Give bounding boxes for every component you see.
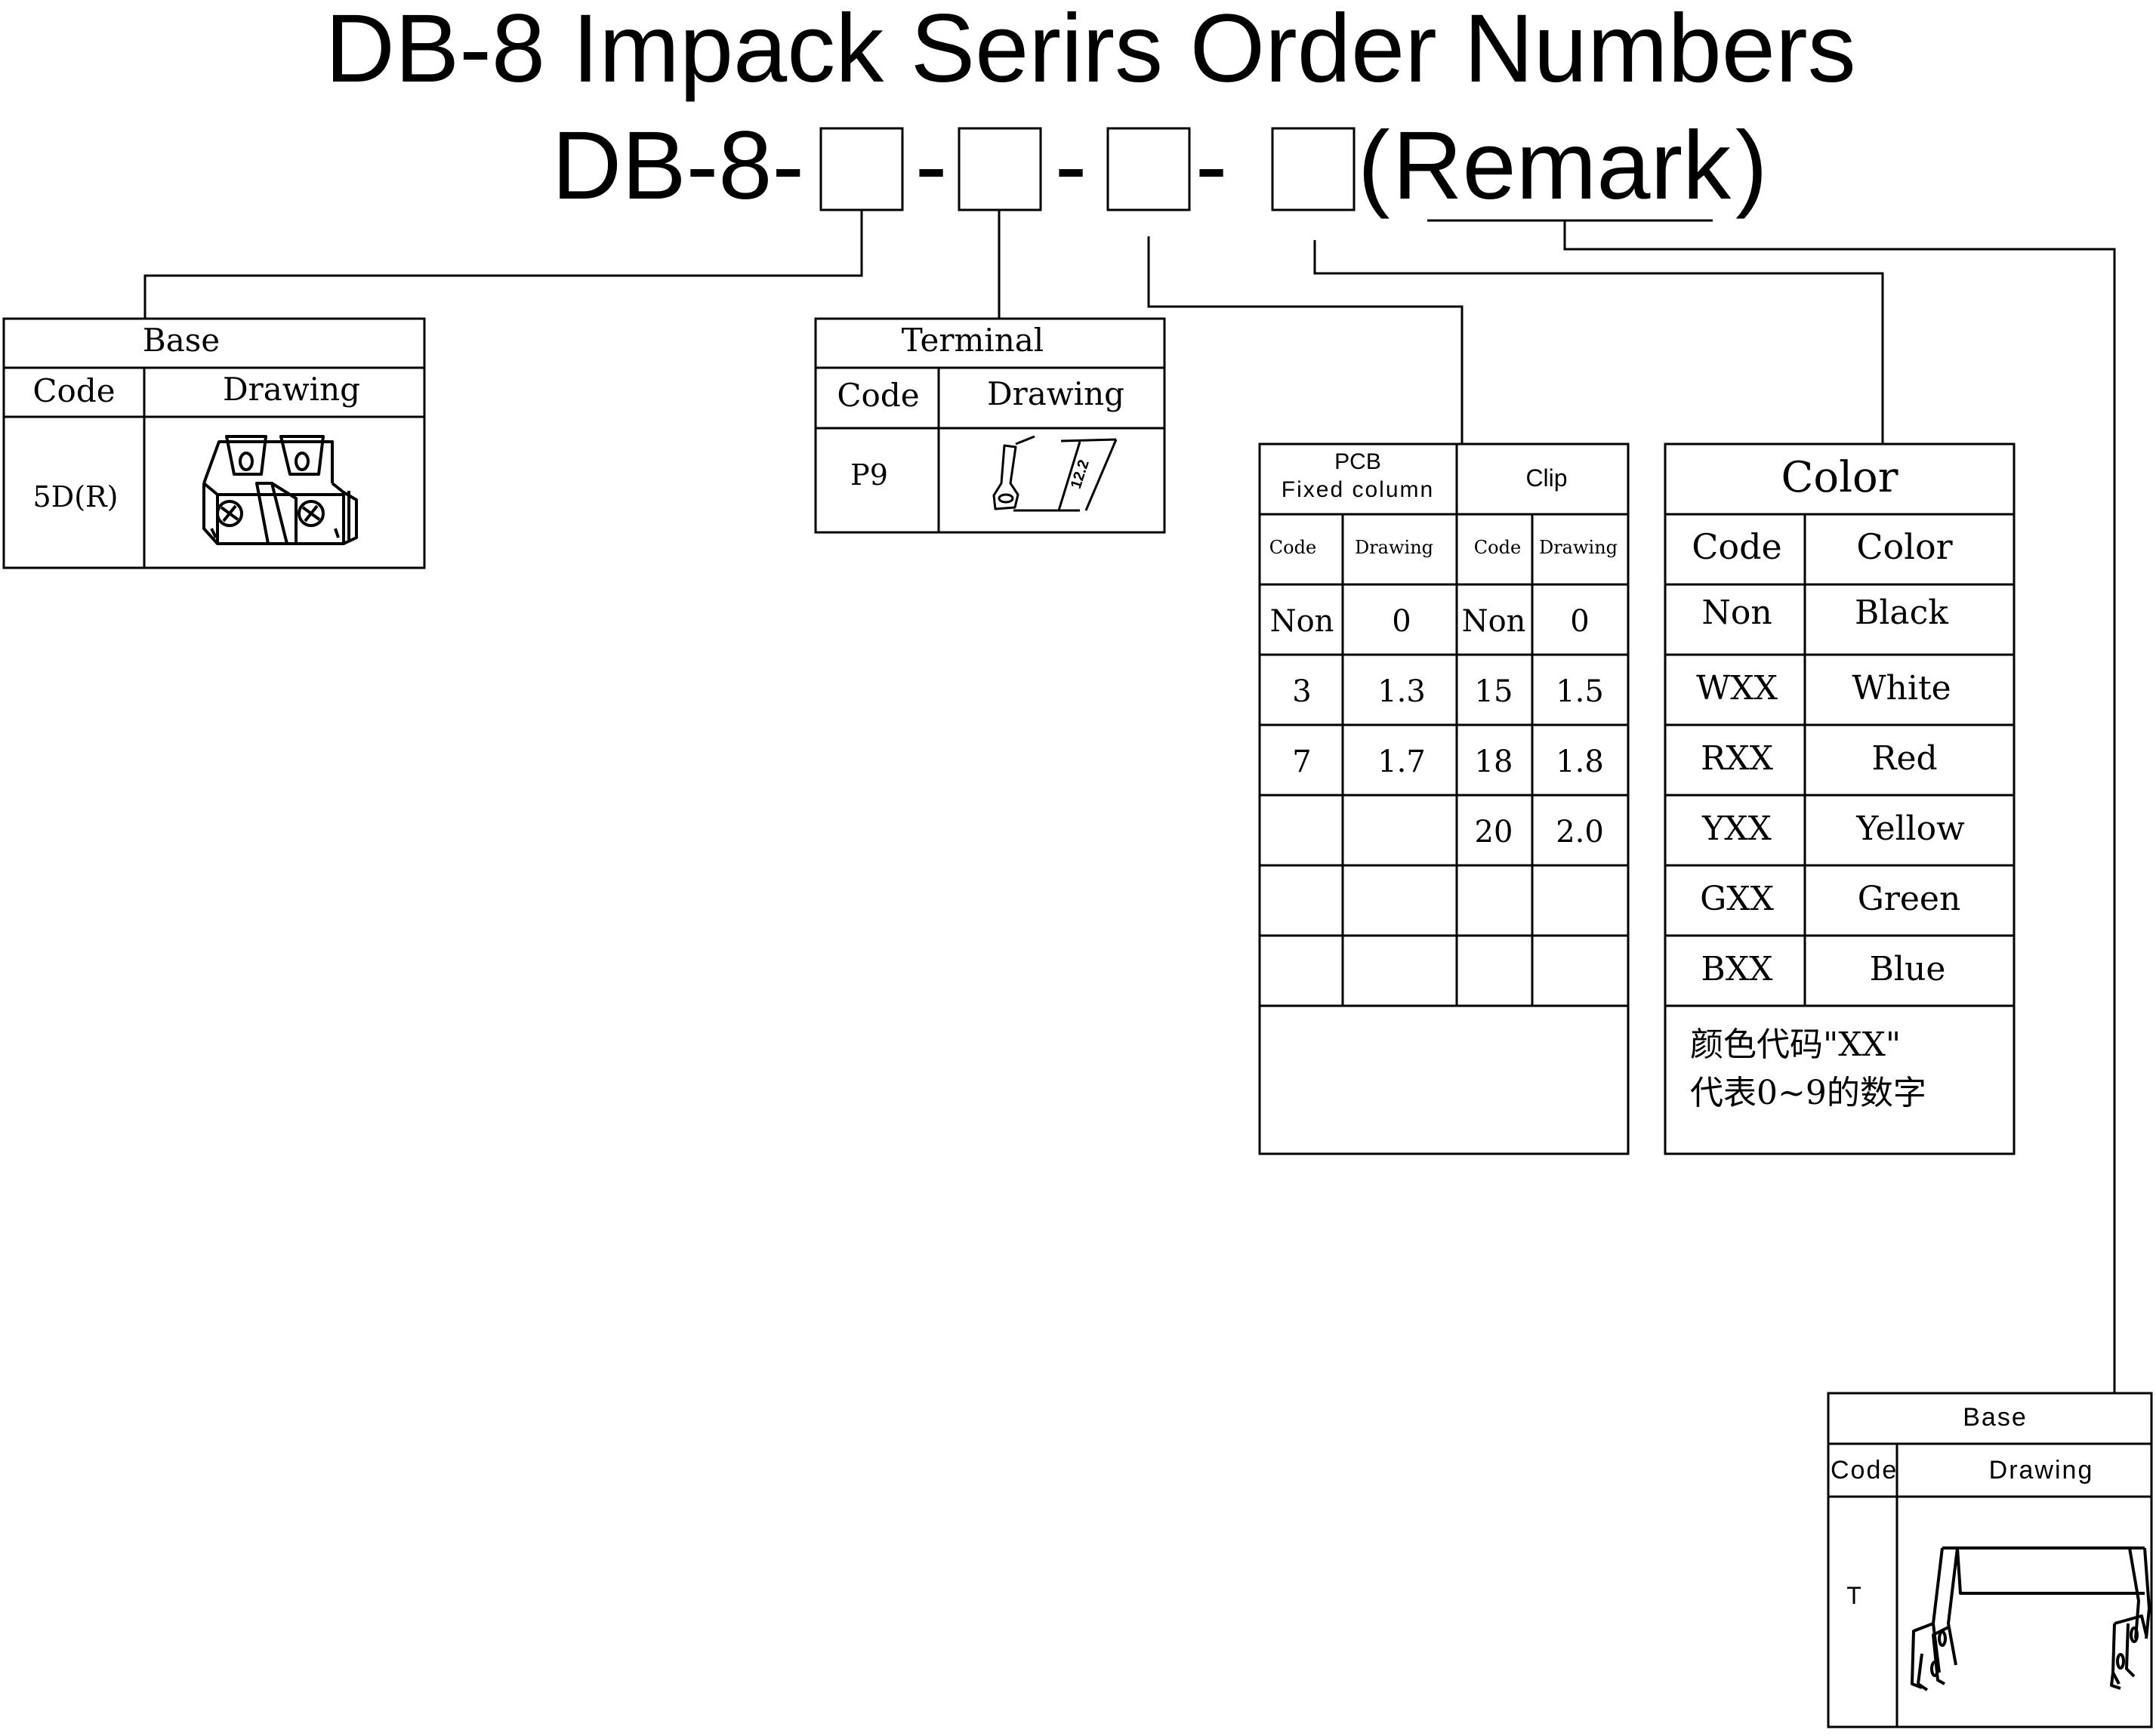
- base-drawing-header: Drawing: [223, 371, 360, 408]
- terminal-drawing-header: Drawing: [987, 375, 1124, 412]
- terminal-code-header: Code: [837, 377, 919, 414]
- clip-drawing-cell: 2.0: [1556, 815, 1604, 849]
- base-table-title: Base: [143, 322, 220, 359]
- clip-code-cell: 20: [1475, 815, 1513, 849]
- color-code-cell: BXX: [1701, 950, 1774, 988]
- pcb-drawing-header: Drawing: [1355, 537, 1433, 558]
- pcb-code-cell: 3: [1292, 674, 1311, 709]
- color-name-cell: White: [1852, 669, 1951, 708]
- leader-color: [1313, 240, 1884, 444]
- pcb-code-header: Code: [1269, 537, 1316, 558]
- color-name-cell: Green: [1858, 880, 1961, 918]
- pcb-code-cell: Non: [1270, 604, 1334, 639]
- color-code-cell: WXX: [1696, 669, 1778, 708]
- formula-separator: -: [915, 112, 948, 220]
- color-note-line-2: 代表0~9的数字: [1690, 1074, 1926, 1112]
- color-name-cell: Blue: [1870, 950, 1946, 988]
- code-slot-pcb-clip: [1106, 127, 1191, 211]
- leader-remark: [1563, 220, 2116, 1393]
- color-name-header: Color: [1856, 526, 1952, 567]
- clip-drawing-cell: 1.8: [1556, 745, 1604, 779]
- color-code-header: Code: [1692, 526, 1782, 567]
- pcb-group-title: PCB: [1334, 449, 1381, 474]
- remark-code-header: Code: [1831, 1456, 1898, 1485]
- color-code-cell: GXX: [1700, 880, 1774, 918]
- page-title: DB-8 Impack Serirs Order Numbers: [325, 0, 1855, 103]
- mounting-bracket-drawing: [1911, 1546, 2151, 1691]
- remark-table: Base Code Drawing T: [1827, 1392, 2153, 1728]
- pcb-drawing-cell: 1.3: [1377, 674, 1426, 709]
- color-table: Color Code Color Non Black WXX White RXX…: [1664, 442, 2016, 1155]
- terminal-table-title: Terminal: [902, 322, 1044, 359]
- clip-drawing-cell: 1.5: [1556, 674, 1604, 709]
- leader-base: [143, 210, 863, 319]
- formula-separator: -: [1055, 112, 1087, 220]
- color-code-cell: YXX: [1701, 809, 1772, 848]
- clip-code-cell: Non: [1462, 604, 1526, 639]
- clip-drawing-header: Drawing: [1539, 537, 1618, 558]
- color-code-cell: RXX: [1701, 739, 1773, 778]
- pcb-drawing-cell: 0: [1392, 604, 1411, 639]
- terminal-lug-drawing: [992, 435, 1118, 512]
- remark-code-t: T: [1846, 1582, 1861, 1609]
- color-code-cell: Non: [1701, 594, 1772, 632]
- remark-drawing-header: Drawing: [1989, 1456, 2094, 1485]
- formula-prefix: DB-8-: [552, 112, 804, 220]
- formula-remark-open: (: [1358, 112, 1390, 220]
- socket-base-drawing: [202, 435, 358, 545]
- pcb-clip-table: PCB Fixed column Clip Code Drawing Code …: [1258, 442, 1630, 1155]
- pcb-drawing-cell: 1.7: [1377, 745, 1426, 779]
- clip-drawing-cell: 0: [1570, 604, 1589, 639]
- clip-code-header: Code: [1474, 537, 1521, 558]
- remark-table-title: Base: [1963, 1403, 2028, 1432]
- color-name-cell: Black: [1855, 594, 1948, 632]
- color-name-cell: Yellow: [1855, 809, 1965, 848]
- leader-pcb-clip: [1147, 236, 1464, 444]
- base-code-header: Code: [32, 372, 115, 409]
- code-slot-terminal: [958, 127, 1042, 211]
- color-table-title: Color: [1781, 453, 1898, 502]
- clip-code-cell: 18: [1475, 745, 1513, 779]
- order-formula: DB-8- - - - ( Remark ): [552, 112, 1768, 222]
- color-note-line-1: 颜色代码"XX": [1690, 1025, 1901, 1064]
- base-table: Base Code Drawing 5D(R): [2, 317, 426, 569]
- formula-remark-close: ): [1735, 112, 1768, 220]
- base-code-5d-r: 5D(R): [33, 480, 119, 513]
- terminal-dimension: 12.2: [1068, 458, 1093, 491]
- pcb-code-cell: 7: [1292, 745, 1311, 779]
- clip-group-title: Clip: [1525, 464, 1567, 492]
- code-slot-base: [819, 127, 904, 211]
- formula-remark: Remark: [1393, 112, 1732, 220]
- code-slot-color: [1271, 127, 1356, 211]
- clip-code-cell: 15: [1475, 674, 1513, 709]
- terminal-table: Terminal Code Drawing P9 12.2: [814, 317, 1166, 534]
- connector-lines: [143, 210, 2116, 1393]
- color-name-cell: Red: [1871, 739, 1937, 778]
- terminal-code-p9: P9: [850, 458, 888, 492]
- pcb-group-subtitle: Fixed column: [1282, 477, 1434, 502]
- formula-separator: -: [1195, 112, 1228, 220]
